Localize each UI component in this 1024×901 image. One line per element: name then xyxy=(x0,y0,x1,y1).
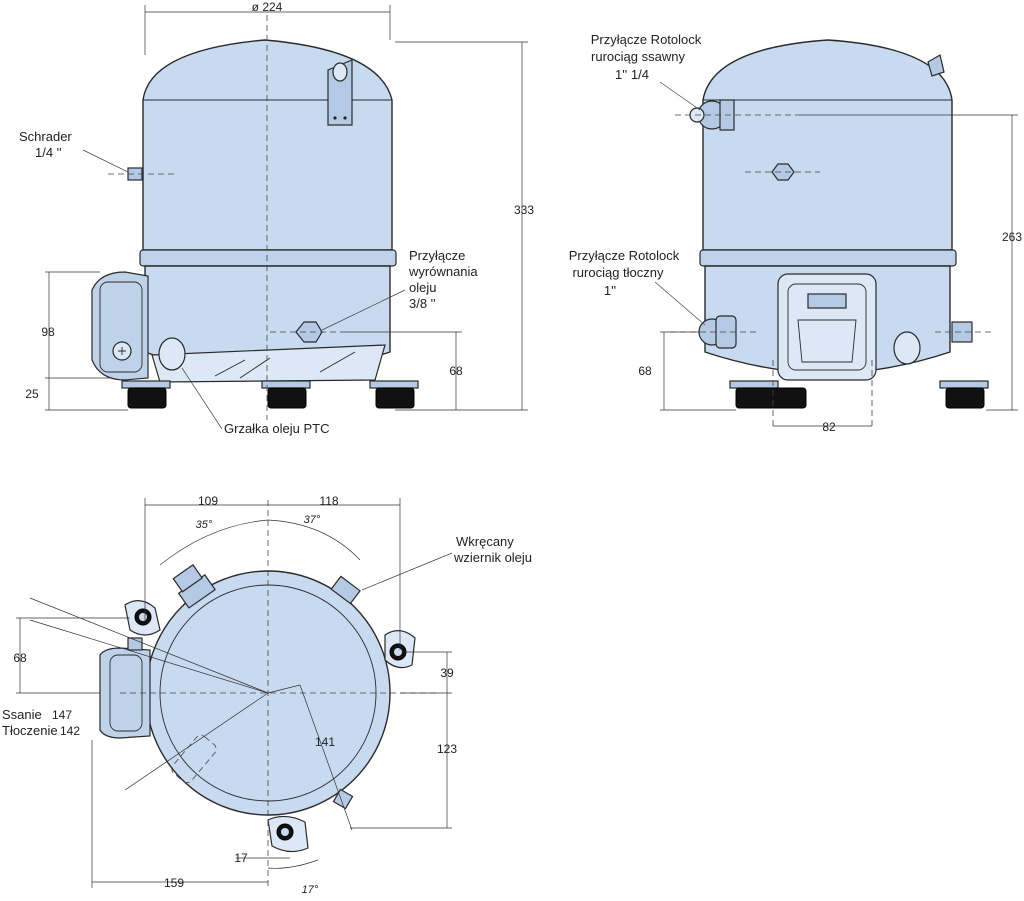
offset-dim-text: 82 xyxy=(822,420,836,434)
front-foot-bracket-left xyxy=(121,380,171,389)
terminal-gland-cross xyxy=(118,347,126,355)
discharge-angle-line xyxy=(29,619,269,694)
front-foot-bracket-center xyxy=(261,380,311,389)
top-angle-arc xyxy=(159,519,361,566)
sight-glass-leader xyxy=(361,552,453,591)
lifting-lug-hole xyxy=(332,62,348,82)
radius-short-line xyxy=(267,684,301,694)
tloczenie-label: Tłoczenie xyxy=(2,723,58,738)
top-suction-rotolock xyxy=(172,564,216,609)
oil-heater xyxy=(158,337,186,371)
angle-left-text: 35° xyxy=(196,519,213,531)
terminal-box-front-inner xyxy=(787,283,867,371)
ssanie-value: 147 xyxy=(52,708,72,722)
oil-eq-label-line3: oleju xyxy=(409,280,436,295)
side-weld-band xyxy=(699,249,957,267)
terminal-box-front xyxy=(777,273,877,381)
lug-rivet-2 xyxy=(343,116,347,120)
heater-label: Grzałka oleju PTC xyxy=(224,421,329,436)
front-base-ribs xyxy=(214,351,356,379)
discharge-leader xyxy=(654,281,706,326)
terminal-box xyxy=(91,271,149,381)
side-foot-bracket-left xyxy=(729,380,779,389)
ssanie-label: Ssanie xyxy=(2,707,42,722)
discharge-label-line3: 1'' xyxy=(604,283,616,298)
side-shell-upper xyxy=(702,39,953,251)
side-grommet-left xyxy=(735,387,807,409)
suction-height-text: 263 xyxy=(1002,230,1022,244)
front-grommet-left xyxy=(127,387,167,409)
terminal-box-cover xyxy=(99,281,143,373)
radius-line xyxy=(124,692,269,791)
front-foot-bracket-right xyxy=(369,380,419,389)
right-width-text: 118 xyxy=(319,494,338,508)
suction-label-line2: rurociąg ssawny xyxy=(591,49,685,64)
diameter-dim-text: ø 224 xyxy=(252,0,283,14)
top-mount-hole-bottom-inner xyxy=(281,828,289,836)
oil-eq-height-text: 68 xyxy=(449,364,463,378)
suction-angle-line xyxy=(29,597,269,694)
angle-right-text: 37° xyxy=(304,514,321,526)
top-suction-pipe xyxy=(172,564,203,593)
top-sight-glass-body xyxy=(330,575,361,605)
discharge-label-line1: Przyłącze Rotolock xyxy=(569,248,680,263)
front-grommet-center xyxy=(267,387,307,409)
oil-eq-label-line1: Przyłącze xyxy=(409,248,465,263)
front-base-plate xyxy=(151,344,386,383)
front-shell-upper xyxy=(142,39,393,251)
front-view: ø 224 333 xyxy=(19,0,534,436)
angle-bottom-text: 17° xyxy=(302,884,319,896)
oil-eq-label-line4: 3/8 '' xyxy=(409,296,436,311)
box-height-text: 98 xyxy=(41,325,55,339)
lug-rivet-1 xyxy=(333,116,337,120)
top-mount-hole-left-inner xyxy=(139,613,147,621)
heater-leader xyxy=(181,367,223,430)
oil-eq-leader xyxy=(321,289,406,331)
right-offset-text: 39 xyxy=(440,666,454,680)
terminal-box-latch xyxy=(807,293,847,309)
suction-label-line1: Przyłącze Rotolock xyxy=(591,32,702,47)
bottom-angle-arc xyxy=(267,859,319,869)
front-weld-band xyxy=(139,249,397,267)
suction-leader xyxy=(659,81,701,111)
lower-right-text: 123 xyxy=(437,742,457,756)
foot-height-text: 25 xyxy=(25,387,39,401)
front-grommet-right xyxy=(375,387,415,409)
schrader-label-line1: Schrader xyxy=(19,129,72,144)
top-view: 109 118 35° 37° 68 39 123 141 17 159 17°… xyxy=(2,494,532,896)
side-grommet-right xyxy=(945,387,985,409)
schrader-leader xyxy=(82,149,129,173)
side-lifting-lug xyxy=(927,54,945,77)
discharge-height-text: 68 xyxy=(638,364,652,378)
suction-label-line3: 1'' 1/4 xyxy=(615,67,649,82)
terminal-box-panel xyxy=(797,319,857,363)
sight-glass-label-line2: wziernik oleju xyxy=(453,550,532,565)
height-dim-text: 333 xyxy=(514,203,534,217)
small-offset-text: 17 xyxy=(234,851,248,865)
side-oil-heater xyxy=(893,331,921,365)
discharge-label-line2: rurociąg tłoczny xyxy=(572,265,664,280)
oil-eq-label-line2: wyrównania xyxy=(408,264,478,279)
top-small-fitting xyxy=(332,788,354,810)
schrader-label-line2: 1/4 '' xyxy=(35,145,62,160)
radius-text: 141 xyxy=(315,735,335,749)
top-mount-hole-right-inner xyxy=(394,648,402,656)
top-sight-glass xyxy=(330,575,361,605)
radius-141-leader xyxy=(299,684,353,831)
side-view: 263 68 82 Przyłącze Rotolock rurociąg ss… xyxy=(569,32,1023,434)
left-offset-text: 68 xyxy=(13,651,27,665)
bottom-width-text: 159 xyxy=(164,876,184,890)
sight-glass-label-line1: Wkręcany xyxy=(456,534,514,549)
left-width-text: 109 xyxy=(198,494,218,508)
top-dashed-slot xyxy=(171,734,217,784)
side-hex-fitting xyxy=(771,163,795,181)
side-foot-bracket-right xyxy=(939,380,989,389)
tloczenie-value: 142 xyxy=(60,724,80,738)
side-right-fitting xyxy=(951,321,973,343)
